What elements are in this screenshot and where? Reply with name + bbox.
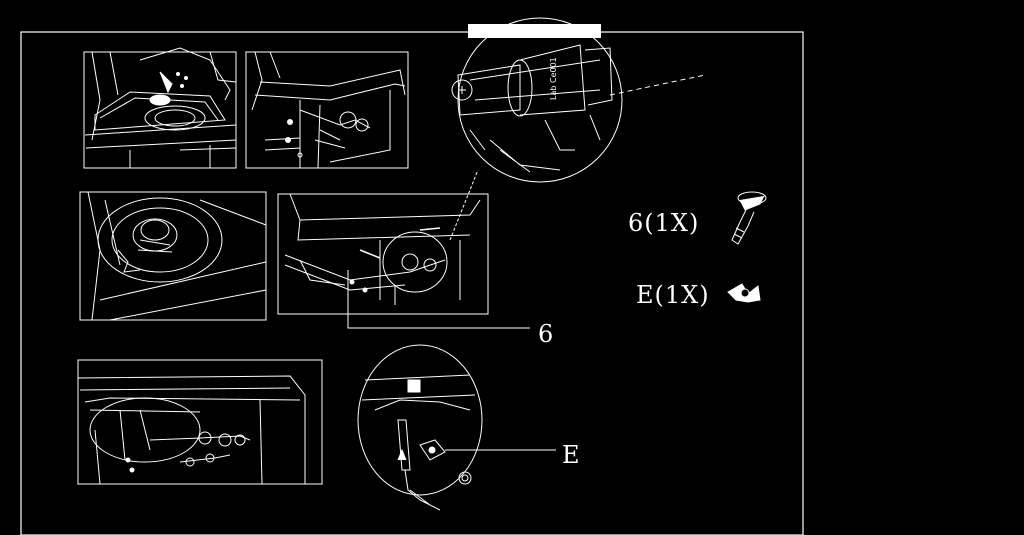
parts-list-item-6: 6(1X) xyxy=(628,209,700,237)
magnifier-valve-detail xyxy=(451,17,623,183)
valve-badge-text: Lab Ce001 xyxy=(549,57,558,100)
panel-step-4 xyxy=(277,193,489,315)
outer-frame xyxy=(20,31,804,535)
magnifier-leader-line xyxy=(609,74,706,96)
parts-list-item-e: E(1X) xyxy=(636,281,710,309)
callout-line-6 xyxy=(347,270,530,329)
callout-label-e: E xyxy=(562,441,580,469)
callout-label-6: 6 xyxy=(538,320,554,348)
magnifier-connector xyxy=(449,169,479,241)
wing-nut-icon xyxy=(727,283,761,303)
panel-step-1 xyxy=(83,47,237,169)
panel-step-3 xyxy=(79,191,267,321)
redaction-bar xyxy=(468,24,601,38)
burner-tube-icon xyxy=(731,191,767,245)
panel-step-2 xyxy=(245,51,409,169)
magnifier-wing-nut-detail xyxy=(357,344,483,511)
panel-step-5 xyxy=(77,359,323,485)
